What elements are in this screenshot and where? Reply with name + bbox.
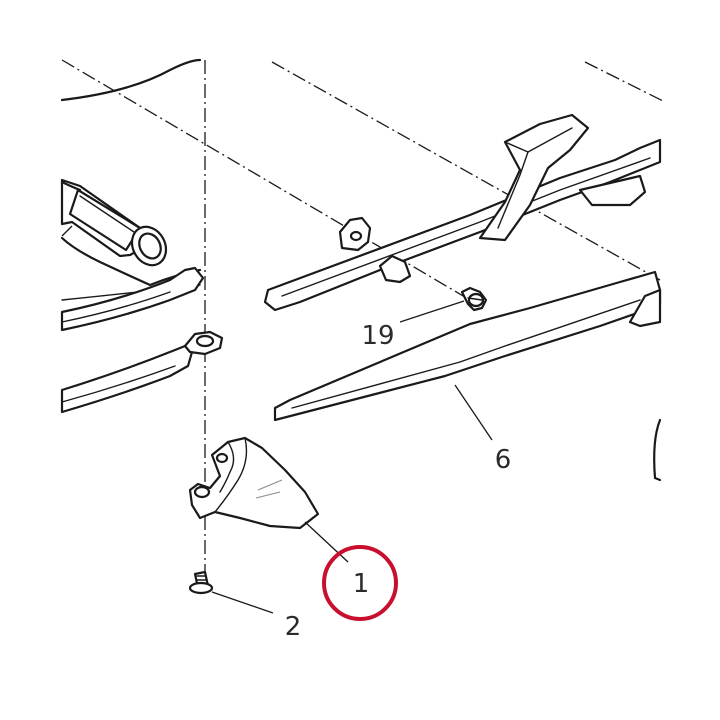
- callout-labels: 1 2 6 19: [285, 321, 512, 642]
- left-sill-rail: [60, 266, 224, 414]
- bolt-part-2: [188, 570, 214, 595]
- pipe-part: [60, 178, 168, 267]
- sill-plate-part-6: [273, 270, 662, 482]
- deflector-part-1[interactable]: [188, 436, 320, 530]
- leader-lines: [211, 300, 493, 614]
- screw-part-19: [460, 286, 488, 312]
- highlight-circle: [322, 545, 398, 621]
- callout-label-19[interactable]: 19: [361, 321, 394, 351]
- upper-bracket-assembly: [263, 113, 662, 312]
- floor-panel: [60, 58, 202, 301]
- callout-label-2[interactable]: 2: [285, 612, 302, 642]
- callout-label-1[interactable]: 1: [353, 569, 370, 599]
- callout-label-6[interactable]: 6: [495, 445, 512, 475]
